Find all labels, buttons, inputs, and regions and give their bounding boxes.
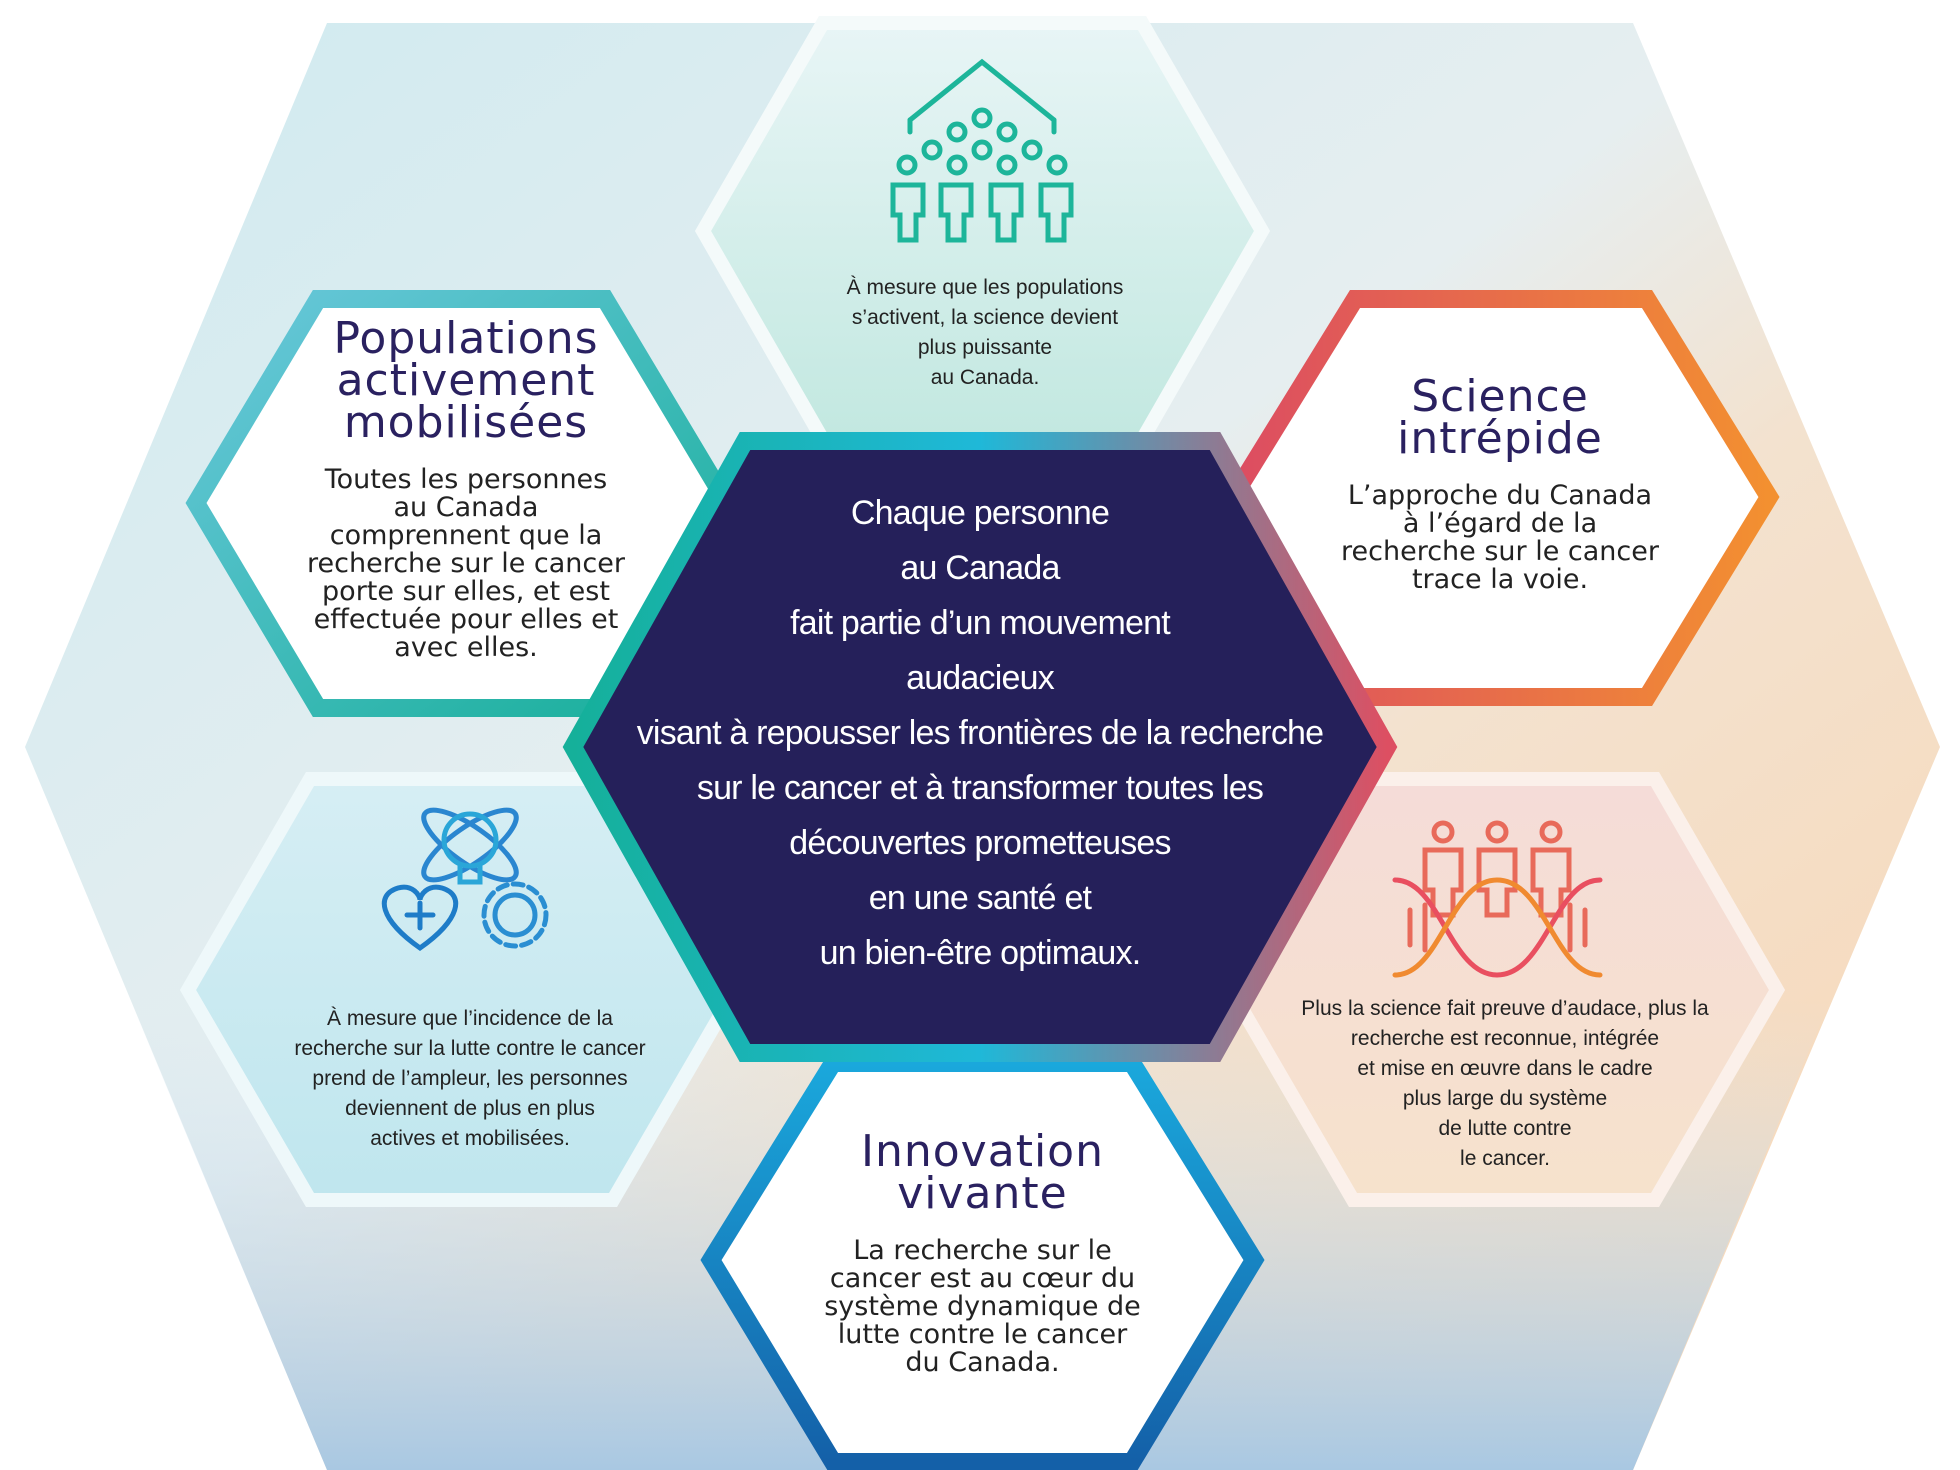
body-line: lutte contre le cancer [837, 1319, 1128, 1350]
right-body: L’approche du Canada à l’égard de la rec… [1300, 482, 1700, 594]
right-panel: Science intrépide L’approche du Canada à… [1300, 371, 1700, 594]
caption-line: plus puissante [917, 336, 1053, 359]
top-caption: À mesure que les populations s’activent,… [760, 273, 1210, 393]
people-house-icon [890, 58, 1074, 243]
center-line: audacieux [906, 659, 1055, 697]
caption-line: s’activent, la science devient [851, 306, 1119, 329]
caption-line: actives et mobilisées. [370, 1127, 570, 1150]
bottom-right-caption: Plus la science fait preuve d’audace, pl… [1260, 994, 1750, 1174]
center-line: visant à repousser les frontières de la … [636, 714, 1324, 752]
bottom-hexagon [700, 1054, 1265, 1470]
body-line: à l’égard de la [1402, 508, 1598, 539]
center-line: Chaque personne [850, 494, 1110, 532]
body-line: porte sur elles, et est [322, 576, 610, 607]
caption-line: Plus la science fait preuve d’audace, pl… [1301, 997, 1709, 1020]
center-line: fait partie d’un mouvement [790, 604, 1171, 642]
caption-line: À mesure que les populations [846, 276, 1124, 299]
caption-line: plus large du système [1402, 1087, 1608, 1110]
title-line: intrépide [1397, 413, 1603, 464]
body-line: recherche sur le cancer [307, 548, 625, 579]
body-line: L’approche du Canada [1347, 480, 1653, 511]
body-line: recherche sur le cancer [1341, 536, 1659, 567]
bottom-left-caption: À mesure que l’incidence de la recherche… [250, 1004, 690, 1154]
body-line: comprennent que la [329, 520, 603, 551]
body-line: cancer est au cœur du [829, 1263, 1136, 1294]
center-line: un bien-être optimaux. [819, 934, 1142, 972]
body-line: Toutes les personnes [324, 464, 608, 495]
title-line: Science [1411, 371, 1589, 422]
body-line: effectuée pour elles et [313, 604, 619, 635]
center-hexagon [562, 432, 1398, 1062]
right-title: Science intrépide [1300, 371, 1700, 464]
center-line: sur le cancer et à transformer toutes le… [696, 769, 1264, 807]
lightbulb-heart-gear-icon [381, 807, 549, 952]
center-line: en une santé et [868, 879, 1092, 917]
center-statement: Chaque personne au Canada fait partie d’… [573, 486, 1387, 981]
people-dna-icon [1392, 820, 1603, 978]
left-panel: Populations activement mobilisées Toutes… [270, 313, 662, 662]
body-line: avec elles. [394, 632, 538, 663]
title-line: Innovation [861, 1126, 1104, 1177]
bottom-title: Innovation vivante [780, 1126, 1185, 1219]
body-line: système dynamique de [824, 1291, 1141, 1322]
body-line: du Canada. [905, 1347, 1060, 1378]
caption-line: recherche sur la lutte contre le cancer [294, 1037, 646, 1060]
body-line: au Canada [393, 492, 539, 523]
bottom-panel: Innovation vivante La recherche sur le c… [780, 1126, 1185, 1377]
title-line: Populations [333, 313, 599, 364]
title-line: activement [336, 355, 596, 406]
center-line: découvertes prometteuses [789, 824, 1171, 862]
caption-line: et mise en œuvre dans le cadre [1357, 1057, 1653, 1080]
left-body: Toutes les personnes au Canada comprenne… [270, 466, 662, 662]
caption-line: prend de l’ampleur, les personnes [312, 1067, 628, 1090]
caption-line: À mesure que l’incidence de la [326, 1007, 613, 1030]
body-line: trace la voie. [1411, 564, 1589, 595]
center-line: au Canada [900, 549, 1060, 587]
caption-line: deviennent de plus en plus [345, 1097, 595, 1120]
left-title: Populations activement mobilisées [270, 313, 662, 448]
title-line: vivante [897, 1168, 1068, 1219]
bottom-body: La recherche sur le cancer est au cœur d… [780, 1237, 1185, 1377]
caption-line: recherche est reconnue, intégrée [1350, 1027, 1660, 1050]
body-line: La recherche sur le [853, 1235, 1112, 1266]
title-line: mobilisées [343, 397, 589, 448]
caption-line: le cancer. [1460, 1147, 1550, 1170]
caption-line: de lutte contre [1438, 1117, 1572, 1140]
caption-line: au Canada. [930, 366, 1040, 389]
